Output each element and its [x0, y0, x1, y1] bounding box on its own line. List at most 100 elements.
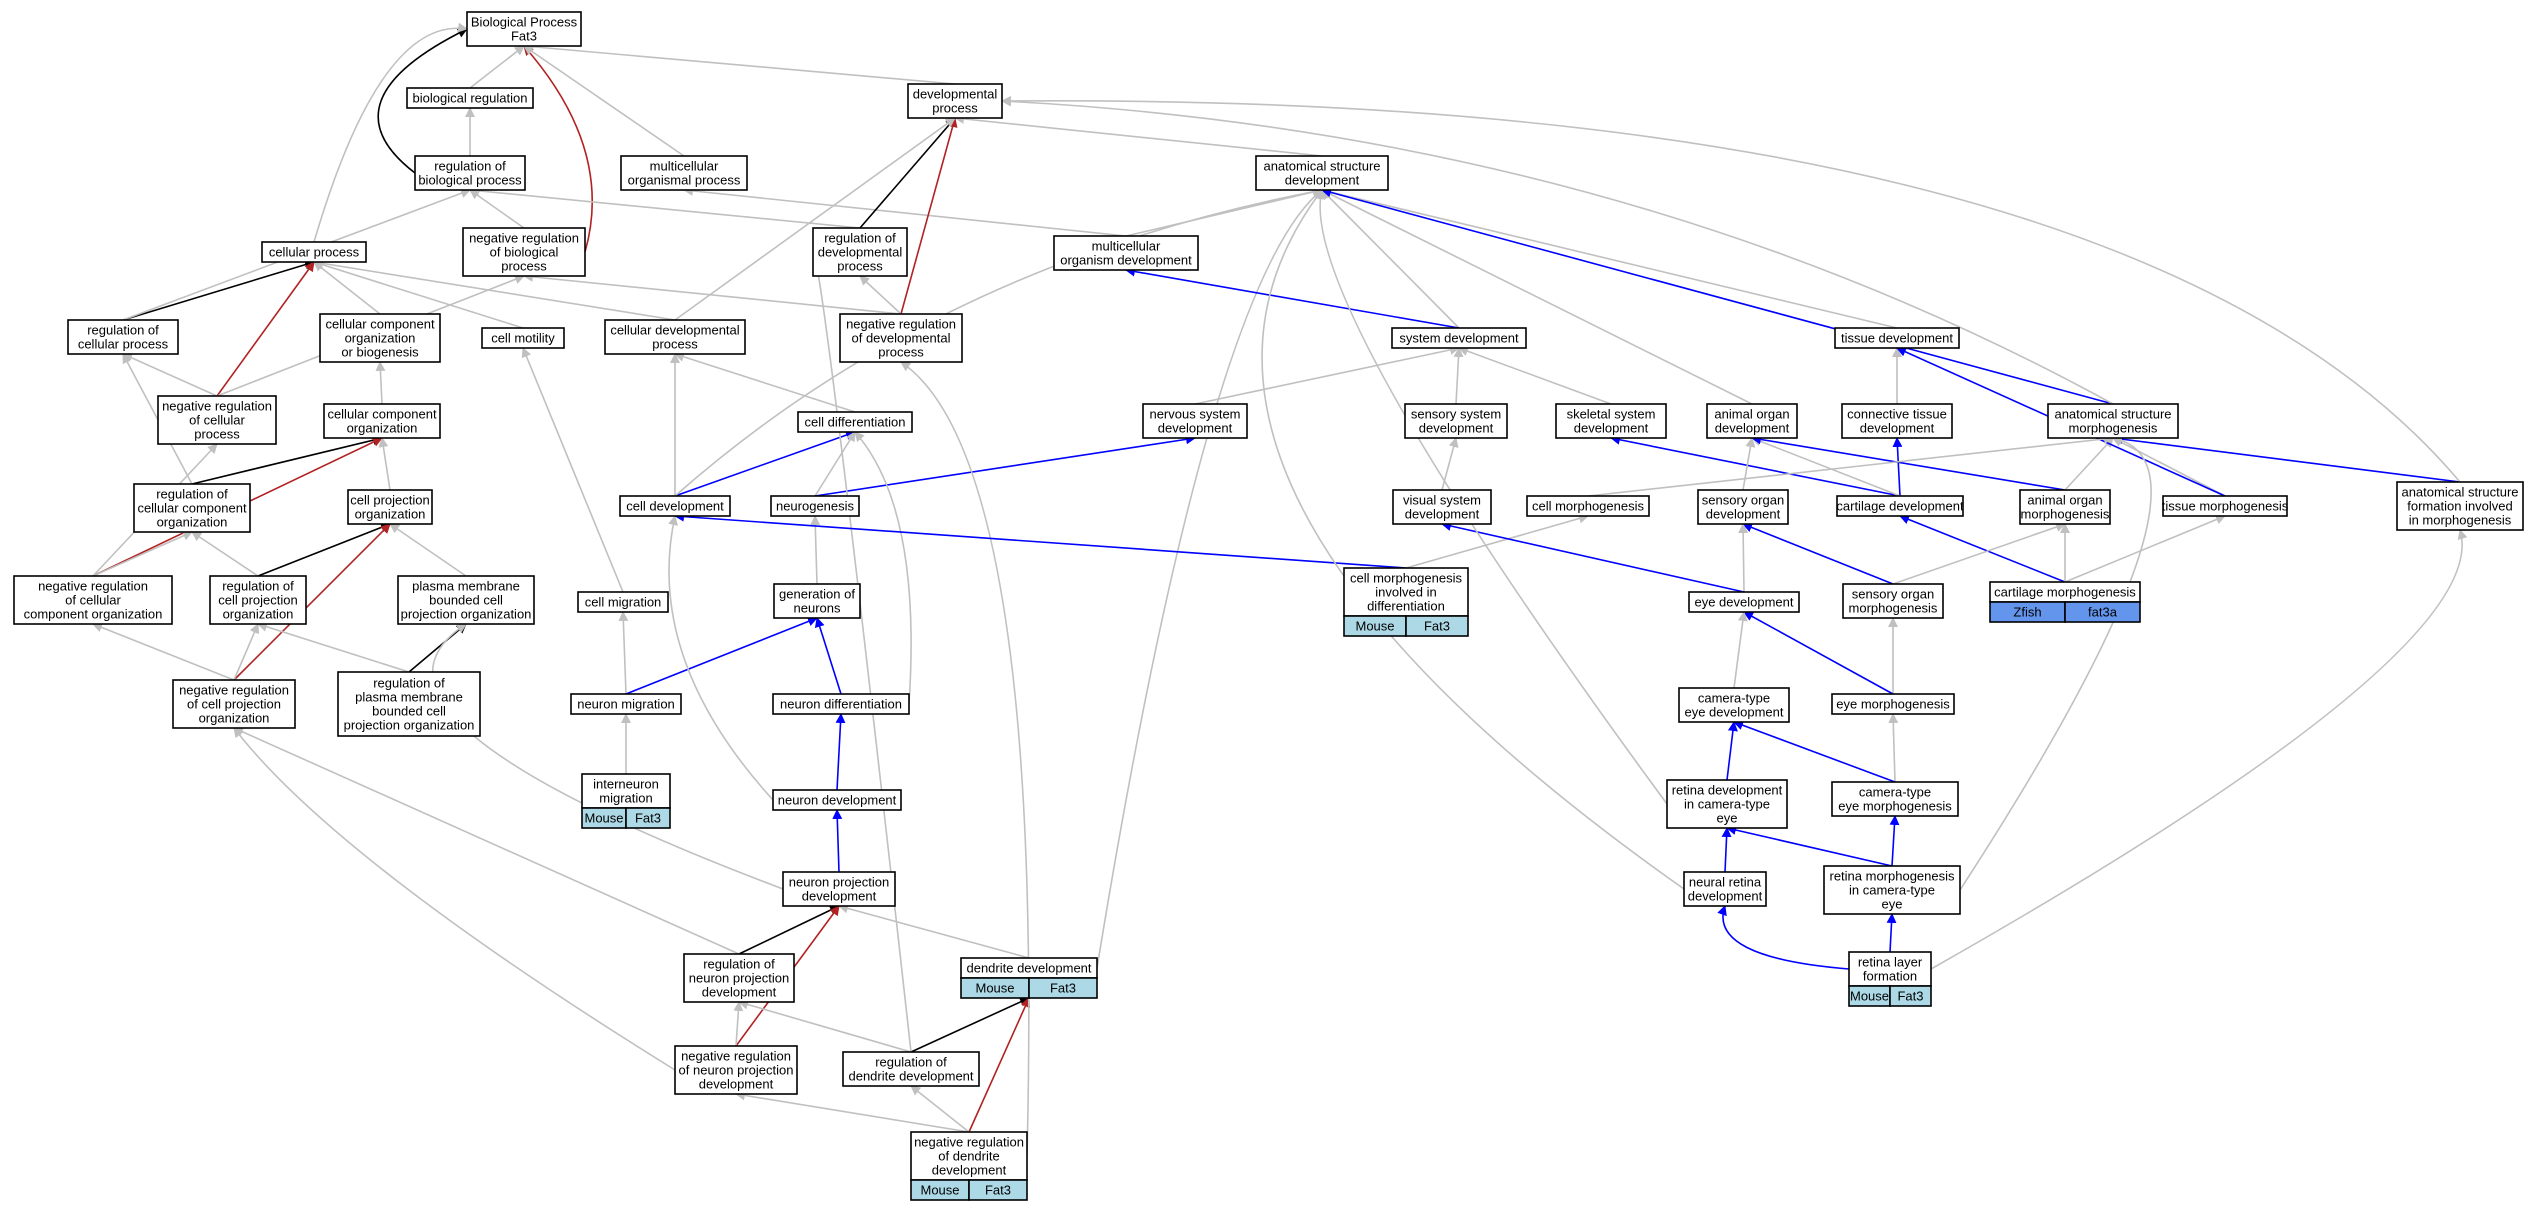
node-box — [414, 155, 526, 191]
node-box — [1706, 403, 1798, 439]
node-label-line: cell projection — [218, 593, 298, 608]
node-cp[interactable]: cellular process — [261, 241, 367, 263]
node-label-line: negative regulation — [162, 399, 272, 414]
node-box — [1841, 403, 1953, 439]
node-eyedev[interactable]: eye development — [1688, 591, 1800, 613]
node-label-line: tissue development — [1841, 331, 1953, 346]
node-label-line: eye — [1882, 897, 1903, 912]
node-cmorph[interactable]: cell morphogenesis — [1526, 495, 1650, 517]
node-cdiff[interactable]: cell differentiation — [797, 411, 913, 433]
node-label-line: negative regulation — [469, 231, 579, 246]
edge-ndev-to-celldev — [668, 515, 774, 801]
node-label-line: neurons — [794, 601, 841, 616]
node-label-line: connective tissue — [1847, 407, 1947, 422]
edge-ndiff-to-genneur — [814, 617, 842, 695]
node-breg[interactable]: biological regulation — [406, 87, 534, 109]
node-label-line: biological regulation — [413, 91, 528, 106]
node-eyem[interactable]: eye morphogenesis — [1831, 693, 1955, 715]
node-label-line: differentiation — [1367, 599, 1445, 614]
node-label-line: multicellular — [1092, 239, 1161, 254]
node-cmig[interactable]: cell migration — [577, 591, 669, 613]
edge-nmig-to-cmig — [618, 611, 629, 695]
node-label-line: development — [1285, 173, 1360, 188]
node-label-line: of developmental — [851, 331, 950, 346]
node-box — [323, 403, 441, 439]
node-label-line: eye development — [1684, 705, 1783, 720]
edge-ccob-to-cp — [313, 261, 381, 315]
node-nmig[interactable]: neuron migration — [570, 693, 682, 715]
edge-rmcte-to-rdcte — [1726, 825, 1893, 867]
edge-sod-to-aod — [1742, 437, 1756, 491]
edge-rlf-to-nrd — [1717, 905, 1850, 970]
edge-ndev-to-ndiff — [835, 713, 846, 791]
node-box — [674, 1045, 798, 1095]
edge-negregdd-to-negregnpd — [735, 1090, 970, 1133]
edge-mop-to-bp — [523, 45, 685, 157]
node-tism[interactable]: tissue morphogenesis — [2162, 495, 2289, 517]
node-celldev[interactable]: cell development — [619, 495, 731, 517]
gene-tag: Fat3 — [985, 1183, 1011, 1198]
node-label-line: development — [1158, 421, 1233, 436]
tag-box-1 — [968, 1179, 1028, 1201]
node-label-line: organization — [199, 711, 270, 726]
node-label-line: cell development — [626, 499, 724, 514]
node-ndev[interactable]: neuron development — [772, 789, 902, 811]
node-neurog[interactable]: neurogenesis — [770, 495, 860, 517]
gene-tag: Fat3 — [635, 811, 661, 826]
node-sysdev[interactable]: system development — [1391, 327, 1527, 349]
node-tisdev[interactable]: tissue development — [1834, 327, 1960, 349]
node-ndiff[interactable]: neuron differentiation — [772, 693, 910, 715]
node-label-line: in camera-type — [1849, 883, 1935, 898]
node-cmot[interactable]: cell motility — [481, 327, 565, 349]
node-cartdev[interactable]: cartilage development — [1836, 495, 1964, 517]
